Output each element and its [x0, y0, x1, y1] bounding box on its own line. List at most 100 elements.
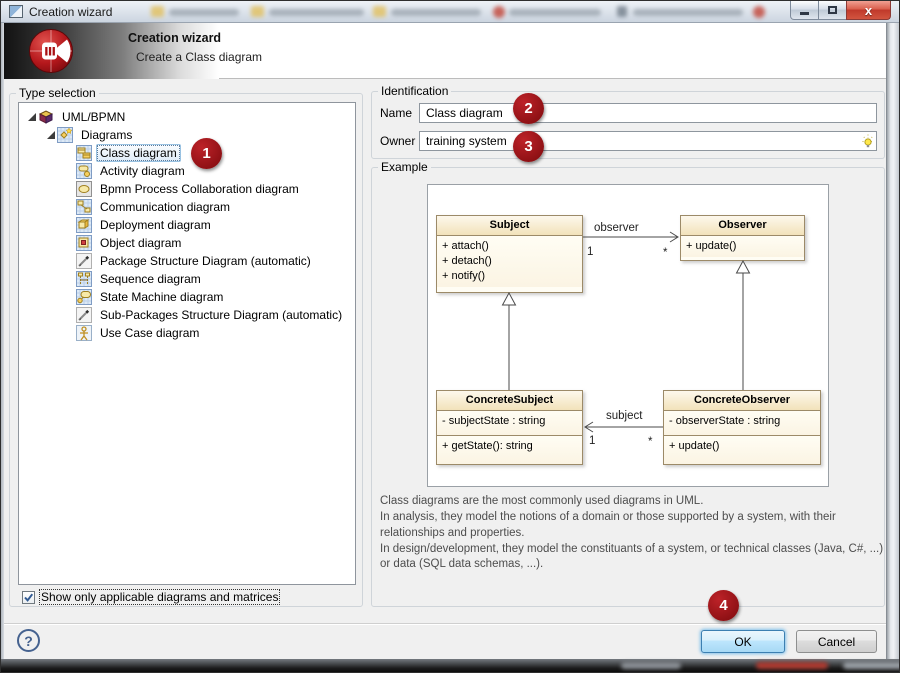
owner-input[interactable]	[419, 131, 877, 151]
close-icon: x	[864, 2, 873, 18]
tree-item[interactable]: State Machine diagram	[19, 288, 355, 306]
tree-item[interactable]: Class diagram	[19, 144, 355, 162]
content-assist-lightbulb-icon	[862, 134, 874, 148]
object-diagram-icon	[76, 235, 92, 251]
tree-item[interactable]: Communication diagram	[19, 198, 355, 216]
tree-item[interactable]: Diagrams	[19, 126, 355, 144]
svg-text:1: 1	[587, 246, 593, 258]
tree-item[interactable]: Package Structure Diagram (automatic)	[19, 252, 355, 270]
use-case-diagram-icon	[76, 325, 92, 341]
sequence-diagram-icon	[76, 271, 92, 287]
blurred-background-item	[617, 6, 627, 17]
minimize-icon	[800, 11, 809, 15]
uml-operation: + update()	[686, 240, 737, 252]
tree-item[interactable]: Sub-Packages Structure Diagram (automati…	[19, 306, 355, 324]
blurred-background-item	[151, 6, 164, 17]
svg-text:*: *	[663, 247, 668, 259]
page-subtitle: Create a Class diagram	[136, 50, 263, 64]
communication-diagram-icon	[76, 199, 92, 215]
svg-text:subject: subject	[606, 410, 643, 422]
uml-class-name: Observer	[681, 216, 804, 236]
maximize-icon	[828, 6, 837, 14]
wand-icon	[76, 253, 92, 269]
class-diagram-icon	[76, 145, 92, 161]
ok-button[interactable]: OK	[701, 630, 785, 653]
uml-class-name: ConcreteObserver	[664, 391, 820, 411]
svg-text:*: *	[648, 436, 653, 448]
uml-class-observer: Observer + update()	[680, 215, 805, 261]
tree-item[interactable]: Sequence diagram	[19, 270, 355, 288]
tree-item-label[interactable]: Diagrams	[81, 128, 133, 142]
close-button[interactable]: x	[846, 1, 891, 20]
example-diagram-canvas: Subject + attach() + detach() + notify()…	[427, 184, 829, 487]
annotation-badge-1: 1	[191, 138, 222, 169]
svg-text:1: 1	[589, 435, 595, 447]
tree-item-label[interactable]: Activity diagram	[100, 164, 185, 178]
uml-operation: + detach()	[442, 255, 492, 267]
diagram-description: Class diagrams are the most commonly use…	[380, 494, 884, 573]
tree-item[interactable]: Object diagram	[19, 234, 355, 252]
wand-icon	[76, 307, 92, 323]
tree-item[interactable]: Bpmn Process Collaboration diagram	[19, 180, 355, 198]
diagrams-icon	[57, 127, 73, 143]
filter-checkbox-label[interactable]: Show only applicable diagrams and matric…	[38, 589, 281, 605]
tree-item[interactable]: UML/BPMN	[19, 108, 355, 126]
window-left-border	[1, 23, 4, 659]
description-line: In design/development, they model the co…	[380, 542, 884, 571]
identification-group-label: Identification	[378, 84, 452, 98]
uml-class-subject: Subject + attach() + detach() + notify()	[436, 215, 583, 293]
tree-item-label[interactable]: Package Structure Diagram (automatic)	[100, 254, 311, 268]
tree-item-label[interactable]: Object diagram	[100, 236, 182, 250]
type-selection-group-label: Type selection	[16, 86, 99, 100]
tree-item-label[interactable]: Deployment diagram	[100, 218, 211, 232]
window-title: Creation wizard	[29, 5, 113, 19]
description-line: Class diagrams are the most commonly use…	[380, 495, 704, 507]
tree-item-label[interactable]: UML/BPMN	[62, 110, 126, 124]
checkmark-icon	[24, 593, 34, 602]
expand-arrow-icon[interactable]	[44, 130, 57, 140]
annotation-badge-2: 2	[513, 93, 544, 124]
uml-class-concrete-observer: ConcreteObserver - observerState : strin…	[663, 390, 821, 465]
uml-operation: + notify()	[442, 270, 486, 282]
tree-item-label[interactable]: Sequence diagram	[100, 272, 201, 286]
maximize-button[interactable]	[819, 1, 846, 20]
tree-item-label[interactable]: Class diagram	[96, 144, 181, 162]
window-icon	[9, 5, 23, 18]
tree-item-label[interactable]: Sub-Packages Structure Diagram (automati…	[100, 308, 343, 322]
tree-item-label[interactable]: Bpmn Process Collaboration diagram	[100, 182, 299, 196]
blurred-background-item	[269, 9, 364, 16]
name-input[interactable]	[419, 103, 877, 123]
state-machine-diagram-icon	[76, 289, 92, 305]
activity-diagram-icon	[76, 163, 92, 179]
description-line: In analysis, they model the notions of a…	[380, 510, 836, 539]
help-button[interactable]: ?	[17, 629, 40, 652]
uml-operation: + update()	[669, 440, 720, 452]
window-right-border	[886, 23, 899, 659]
annotation-badge-3: 3	[513, 131, 544, 162]
uml-operation: + attach()	[442, 240, 489, 252]
svg-text:observer: observer	[594, 222, 639, 234]
blurred-background-item	[756, 662, 828, 669]
page-title: Creation wizard	[128, 31, 222, 45]
filter-checkbox[interactable]	[22, 590, 35, 604]
expand-arrow-icon[interactable]	[25, 112, 38, 122]
cancel-button[interactable]: Cancel	[796, 630, 877, 653]
example-group-label: Example	[378, 160, 431, 174]
uml-class-concrete-subject: ConcreteSubject - subjectState : string …	[436, 390, 583, 465]
tree-item-label[interactable]: Communication diagram	[100, 200, 231, 214]
name-label: Name	[380, 106, 413, 120]
titlebar[interactable]: Creation wizard x	[1, 1, 899, 23]
tree-item[interactable]: Use Case diagram	[19, 324, 355, 342]
minimize-button[interactable]	[790, 1, 819, 20]
tree-item-label[interactable]: State Machine diagram	[100, 290, 224, 304]
owner-label: Owner	[380, 134, 416, 148]
tree-item[interactable]: Deployment diagram	[19, 216, 355, 234]
blurred-background-item	[391, 9, 481, 16]
tree-item-label[interactable]: Use Case diagram	[100, 326, 200, 340]
blurred-background-item	[621, 662, 681, 669]
annotation-badge-4: 4	[708, 590, 739, 621]
cube-icon	[38, 109, 54, 125]
tree-item[interactable]: Activity diagram	[19, 162, 355, 180]
